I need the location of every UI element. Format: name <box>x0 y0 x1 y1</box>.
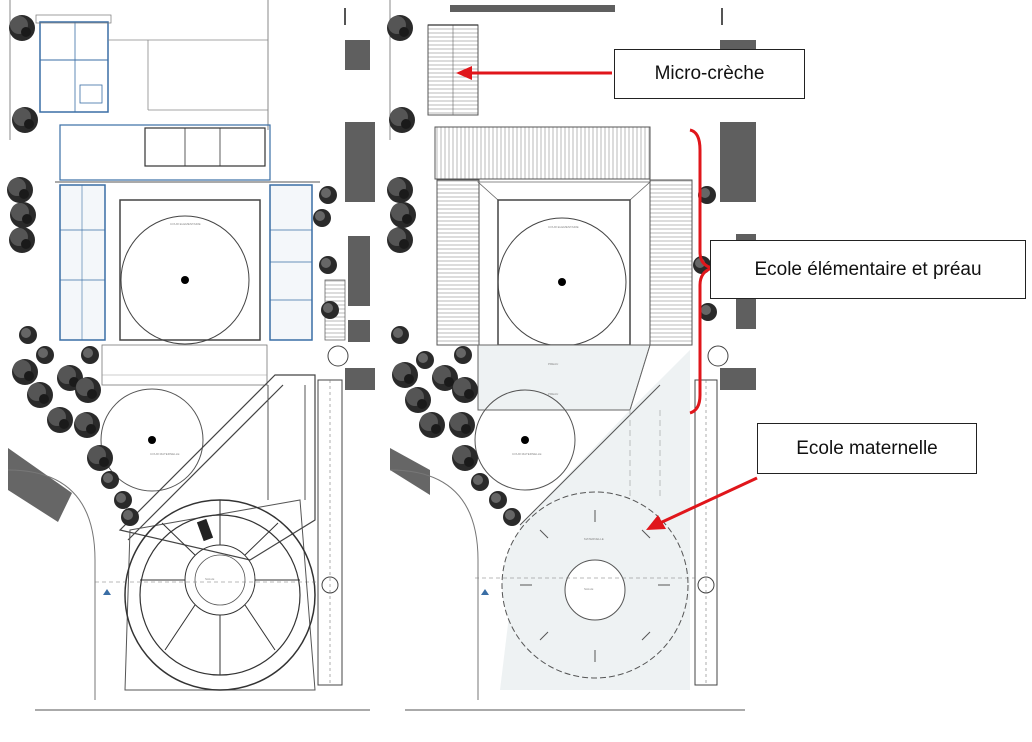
svg-text:COUR ELEMENTAIRE: COUR ELEMENTAIRE <box>548 225 579 229</box>
callout-micro-creche: Micro-crèche <box>614 49 805 99</box>
tree-icon <box>9 15 35 41</box>
svg-text:MATERNELLE: MATERNELLE <box>584 537 604 541</box>
elementary-roof-north <box>434 126 651 180</box>
neighbor-building <box>345 40 370 70</box>
courtyard-tree-center <box>181 276 189 284</box>
preau <box>477 344 651 411</box>
svg-text:PREAU: PREAU <box>548 392 558 396</box>
svg-text:COUR MATERNELLE: COUR MATERNELLE <box>150 452 179 456</box>
svg-text:COUR ELEMENTAIRE: COUR ELEMENTAIRE <box>170 222 201 226</box>
svg-text:SALLE: SALLE <box>584 587 593 591</box>
svg-text:COUR MATERNELLE: COUR MATERNELLE <box>512 452 541 456</box>
svg-text:PREAU: PREAU <box>548 362 558 366</box>
callout-ecole-elementaire: Ecole élémentaire et préau <box>710 240 1026 299</box>
callout-ecole-maternelle: Ecole maternelle <box>757 423 977 474</box>
right-plan: COUR ELEMENTAIRE PREAU PREAU COUR MATERN… <box>387 0 756 711</box>
svg-text:SALLE: SALLE <box>205 577 214 581</box>
left-plan: COUR ELEMENTAIRE SALLE <box>7 0 375 711</box>
